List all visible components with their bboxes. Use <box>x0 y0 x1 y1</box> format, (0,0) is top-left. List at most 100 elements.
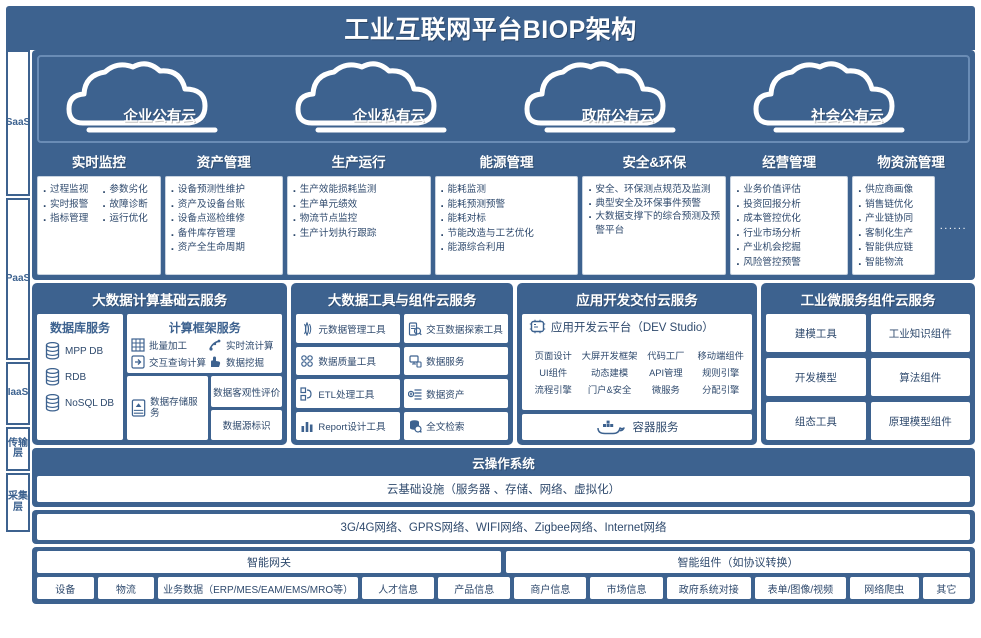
source-chip[interactable]: 其它 <box>922 577 970 600</box>
saas-item: 资产及设备台账 <box>171 197 278 215</box>
gateway-chip[interactable]: 智能组件（如协议转换） <box>506 551 970 574</box>
saas-column-title: 实时监控 <box>71 155 126 170</box>
tool-label: ETL处理工具 <box>318 389 375 401</box>
source-chip[interactable]: 产品信息 <box>438 577 511 600</box>
paas-panel-title: 大数据工具与组件云服务 <box>327 293 477 309</box>
dev-feature: 页面设计 <box>534 351 572 362</box>
saas-column-business-management: 经营管理 业务价值评估 投资回报分析 成本管控优化 行业市场分析 产业机会挖掘 … <box>730 149 849 276</box>
rail-label-saas: SaaS <box>5 116 31 128</box>
ellipsis-more: ...... <box>939 219 968 232</box>
compute-label: 实时流计算 <box>226 341 274 353</box>
database-icon <box>45 368 60 387</box>
rail-label-transport: 传输层 <box>8 437 28 459</box>
cloud-item: 企业私有云 <box>294 61 484 137</box>
compute-framework-card: 计算框架服务 批量加工 <box>127 314 283 374</box>
cloud-item: 企业公有云 <box>65 61 255 137</box>
tool-chip-report-design[interactable]: Report设计工具 <box>296 411 401 441</box>
compute-label: 批量加工 <box>149 341 188 353</box>
transport-layer: 3G/4G网络、GPRS网络、WIFI网络、Zigbee网络、Internet网… <box>32 510 975 545</box>
saas-item: 业务价值评估 <box>736 182 843 200</box>
source-chip[interactable]: 物流 <box>97 577 155 600</box>
dev-feature: 微服务 <box>651 385 680 396</box>
dev-feature: 流程引擎 <box>534 385 572 396</box>
tool-chip-interactive-explore[interactable]: 交互数据探索工具 <box>404 314 508 343</box>
dev-feature-grid: 页面设计 大屏开发框架 代码工厂 移动端组件 UI组件 动态建模 API管理 规… <box>527 338 747 406</box>
dev-feature: API管理 <box>649 368 683 379</box>
micro-chip[interactable]: 工业知识组件 <box>870 314 970 353</box>
dev-feature: 代码工厂 <box>647 351 685 362</box>
saas-column-title: 安全&环保 <box>622 155 687 170</box>
bigdata-tools-grid: 元数据管理工具 交互数据探索工具 <box>296 314 508 441</box>
source-chip[interactable]: 设备 <box>37 577 94 600</box>
tool-label: 数据质量工具 <box>318 357 376 369</box>
source-chip[interactable]: 商户信息 <box>514 577 587 600</box>
micro-chip[interactable]: 组态工具 <box>766 402 866 441</box>
source-chip[interactable]: 政府系统对接 <box>666 577 752 600</box>
source-chip[interactable]: 人才信息 <box>362 577 435 600</box>
database-service-title: 数据库服务 <box>49 321 110 336</box>
tool-chip-fulltext-search[interactable]: 全文检索 <box>404 411 508 441</box>
rail-label-iaas: IaaS <box>7 387 29 399</box>
tool-chip-data-service[interactable]: 数据服务 <box>404 346 508 376</box>
dev-feature: 动态建模 <box>590 368 629 379</box>
saas-column-title: 经营管理 <box>762 155 817 170</box>
tool-chip-etl[interactable]: ETL处理工具 <box>296 379 401 408</box>
source-chip[interactable]: 网络爬虫 <box>849 577 919 600</box>
explore-search-icon <box>409 322 422 336</box>
saas-column-title: 能源管理 <box>479 155 534 170</box>
saas-column-row: 供应商画像 销售链优化 产业链协同 客制化生产 智能供应链 智能物流 .....… <box>852 176 970 276</box>
paas-panel-app-dev: 应用开发交付云服务 应用开发云平台（DEV Studio） 页面设计 <box>516 283 758 446</box>
saas-item: 故障诊断 <box>102 197 155 215</box>
saas-item: 投资回报分析 <box>736 197 843 215</box>
tool-chip-data-asset[interactable]: 数据资产 <box>404 379 508 408</box>
eval-chip: 数据客观性评价 <box>210 376 283 407</box>
saas-column-asset-management: 资产管理 设备预测性维护 资产及设备台账 设备点巡检维修 备件库存管理 资产全生… <box>164 149 283 276</box>
compute-item: 数据挖掘 <box>208 355 278 369</box>
data-storage-service-card: 数据存储服务 <box>127 376 208 441</box>
saas-item: 设备预测性维护 <box>171 182 278 200</box>
database-label: RDB <box>65 371 87 383</box>
saas-item: 行业市场分析 <box>736 226 843 244</box>
saas-item: 成本管控优化 <box>736 211 843 229</box>
micro-chip[interactable]: 算法组件 <box>870 358 970 397</box>
storage-eval-row: 数据存储服务 数据客观性评价 数据源标识 <box>127 376 283 441</box>
tool-chip-data-quality[interactable]: 数据质量工具 <box>296 346 401 376</box>
database-item: MPP DB <box>41 338 119 364</box>
micro-chip[interactable]: 建模工具 <box>766 314 866 353</box>
dev-feature: 分配引擎 <box>702 385 740 396</box>
report-chart-icon <box>301 422 313 433</box>
tool-chip-metadata[interactable]: 元数据管理工具 <box>296 314 401 343</box>
gateway-chip[interactable]: 智能网关 <box>37 551 501 574</box>
saas-column-title: 资产管理 <box>196 155 251 170</box>
storage-icon <box>131 399 146 418</box>
stream-icon <box>209 340 221 352</box>
iaas-title: 云操作系统 <box>472 457 535 472</box>
rail-item-saas: SaaS <box>6 50 30 196</box>
saas-item: 指标管理 <box>43 211 96 229</box>
layer-rail: SaaS PaaS IaaS 传输层 采集层 <box>6 50 30 634</box>
dev-feature: 大屏开发框架 <box>581 351 638 362</box>
saas-item: 备件库存管理 <box>171 226 278 244</box>
compute-framework-column: 计算框架服务 批量加工 <box>127 314 283 441</box>
cloud-icon <box>524 61 676 133</box>
rail-item-iaas: IaaS <box>6 362 30 425</box>
micro-chip[interactable]: 原理模型组件 <box>870 402 970 441</box>
source-chip[interactable]: 表单/图像/视频 <box>755 577 846 600</box>
saas-item: 过程监视 <box>43 182 96 200</box>
cloud-icon <box>753 61 905 133</box>
source-chip[interactable]: 市场信息 <box>590 577 663 600</box>
saas-item: 能耗对标 <box>441 211 574 229</box>
tool-label: Report设计工具 <box>318 422 386 434</box>
saas-item: 客制化生产 <box>858 226 930 244</box>
dev-feature: 门户&安全 <box>587 385 632 396</box>
saas-layer: 企业公有云 企业私有云 政府公有云 <box>32 50 975 281</box>
saas-column-material-logistics: 物资流管理 供应商画像 销售链优化 产业链协同 客制化生产 智能供应链 智能物流 <box>852 149 970 276</box>
micro-chip[interactable]: 开发模型 <box>766 358 866 397</box>
saas-columns: 实时监控 过程监视 实时报警 指标管理 参数劣化 故障诊断 运行优化 <box>37 149 970 276</box>
source-chip[interactable]: 业务数据（ERP/MES/EAM/EMS/MRO等） <box>158 577 359 600</box>
data-storage-label: 数据存储服务 <box>150 397 198 420</box>
tool-label: 全文检索 <box>426 422 465 434</box>
gateway-row: 智能网关 智能组件（如协议转换） <box>37 551 970 574</box>
saas-item: 能耗预测预警 <box>441 197 574 215</box>
saas-column-card: 生产效能损耗监测 生产单元绩效 物流节点监控 生产计划执行跟踪 <box>286 176 431 276</box>
